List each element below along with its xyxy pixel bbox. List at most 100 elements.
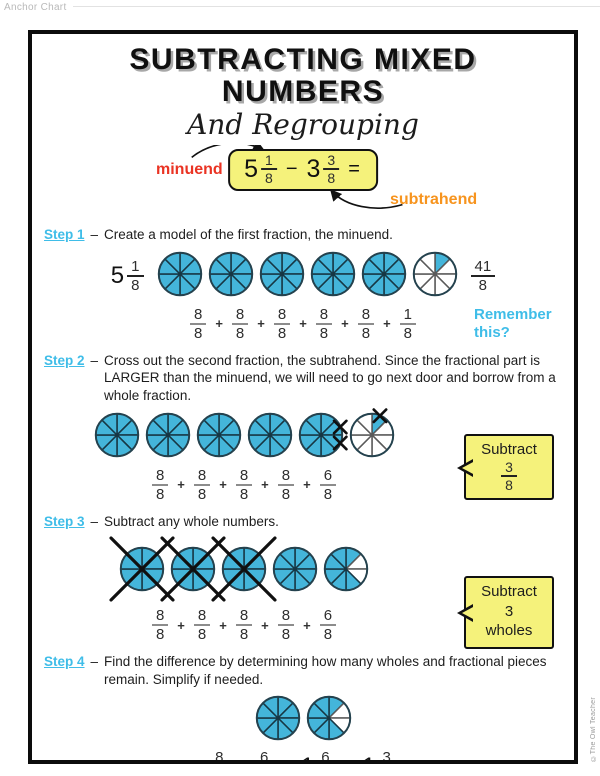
fraction-circle — [259, 251, 305, 302]
numerator: 3 — [501, 460, 517, 478]
denominator: 8 — [478, 277, 488, 295]
denominator: 8 — [197, 485, 207, 503]
fraction-circle — [310, 251, 356, 302]
numerator: 1 — [261, 153, 277, 171]
plus-operator: + — [177, 477, 185, 493]
plus-operator: + — [303, 617, 311, 633]
fraction-circle — [157, 251, 203, 302]
fraction: 68 — [256, 750, 272, 760]
bubble-line: 3 — [504, 602, 514, 620]
numerator: 8 — [193, 608, 211, 627]
fraction-circle — [298, 412, 348, 463]
step-1-heading: Step 1–Create a model of the first fract… — [44, 226, 562, 244]
final-equation: 88+68=168=134 — [44, 750, 562, 760]
step-dash: – — [90, 227, 99, 243]
numerator: 8 — [189, 307, 207, 325]
subtrahend-label: subtrahend — [390, 191, 478, 209]
bubble-line: Subtract — [481, 440, 537, 458]
fraction-circle — [94, 412, 140, 463]
denominator: 8 — [277, 324, 287, 342]
denominator: 8 — [235, 324, 245, 342]
fraction-circle — [412, 251, 458, 302]
numerator: 8 — [231, 307, 249, 325]
step-3-text: Subtract any whole numbers. — [104, 513, 279, 529]
denominator: 8 — [131, 277, 140, 295]
numerator: 8 — [277, 608, 295, 627]
whole-number: 1 — [301, 753, 314, 760]
fraction-circle — [255, 695, 301, 746]
step-dash: – — [90, 352, 99, 368]
step-3-label: Step 3 — [44, 513, 85, 529]
plus-operator: + — [383, 316, 391, 332]
numerator: 3 — [323, 153, 340, 171]
denominator: 8 — [281, 485, 291, 503]
operator: = — [281, 757, 292, 760]
denominator: 8 — [239, 485, 249, 503]
denominator: 8 — [327, 170, 336, 187]
whole-number: 1 — [362, 753, 375, 760]
plus-operator: + — [341, 316, 349, 332]
denominator: 8 — [155, 626, 165, 644]
numerator: 41 — [470, 259, 496, 278]
numerator: 8 — [273, 307, 291, 325]
fraction-circle — [196, 412, 242, 463]
step-3-circle-row — [44, 536, 444, 602]
numerator: 6 — [319, 608, 337, 627]
fraction-circle — [247, 412, 293, 463]
step-4-heading: Step 4–Find the difference by determinin… — [44, 653, 562, 688]
denominator: 8 — [361, 324, 371, 342]
denominator: 8 — [403, 324, 413, 342]
numerator: 8 — [211, 750, 227, 760]
numerator: 6 — [256, 750, 272, 760]
step-dash: – — [90, 654, 99, 670]
minuend-label: minuend — [156, 161, 223, 179]
numerator: 8 — [235, 468, 253, 486]
fraction-circle — [361, 251, 407, 302]
step-4-body: 88+68=168=134 — [44, 695, 562, 760]
numerator: 8 — [315, 307, 333, 325]
step-1-section: Step 1–Create a model of the first fract… — [44, 226, 562, 341]
denominator: 8 — [323, 485, 333, 503]
plus-operator: + — [261, 477, 269, 493]
bubble-line: Subtract — [481, 583, 537, 601]
bubble-line: wholes — [485, 622, 533, 640]
step-1-circles — [157, 251, 458, 302]
step-2-text: Cross out the second fraction, the subtr… — [104, 352, 556, 404]
step-dash: – — [90, 513, 99, 529]
whole-number: 5 — [244, 154, 259, 183]
fraction-circle — [323, 546, 369, 597]
operator: = — [348, 157, 360, 180]
plus-operator: + — [177, 617, 185, 633]
denominator: 8 — [193, 324, 203, 342]
top-bar: Anchor Chart — [4, 2, 600, 13]
numerator: 8 — [193, 468, 211, 486]
denominator: 8 — [239, 626, 249, 644]
step-2-section: Step 2–Cross out the second fraction, th… — [44, 352, 562, 502]
fraction-circle — [306, 695, 352, 746]
numerator: 6 — [317, 750, 333, 760]
numerator: 6 — [319, 468, 337, 486]
credit-text: ©The Owl Teacher — [590, 697, 597, 762]
